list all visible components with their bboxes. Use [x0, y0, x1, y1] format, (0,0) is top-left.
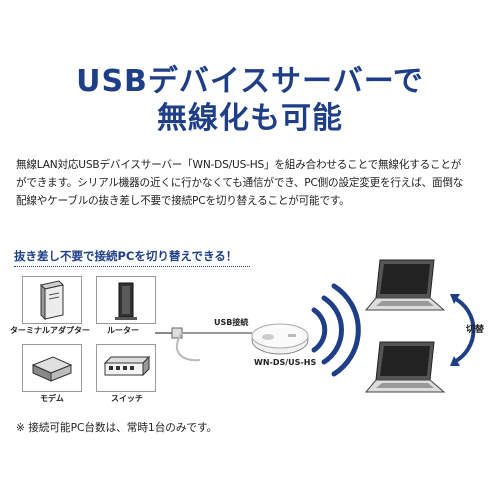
laptop-icon-bottom	[364, 341, 446, 393]
wireless-signal-icon	[311, 283, 361, 377]
switch-icon	[103, 355, 151, 377]
diagram-subheading: 抜き差し不要で接続PCを切り替えできる！	[14, 249, 238, 263]
server-model-label: WN-DS/US-HS	[254, 358, 317, 367]
router-icon	[115, 282, 137, 320]
usb-connection-label: USB接続	[214, 318, 249, 327]
modem-icon	[31, 356, 73, 382]
usb-device-server-icon	[251, 323, 309, 355]
description-line-3: 配線やケーブルの抜き差し不要で接続PCを切り替えることが可能です。	[16, 195, 350, 207]
footnote: ※ 接続可能PC台数は、常時1台のみです。	[16, 422, 218, 434]
switch-arrows-icon	[450, 294, 476, 366]
device-box-terminal-adapter	[22, 276, 82, 324]
description-line-1: 無線LAN対応USBデバイスサーバー「WN-DS/US-HS」を組み合わせること…	[16, 159, 462, 171]
headline-line-1: USBデバイスサーバーで	[76, 64, 424, 99]
terminal-adapter-icon	[40, 280, 64, 321]
device-label-modem: モデム	[40, 394, 64, 403]
device-box-modem	[22, 344, 82, 392]
device-box-router	[96, 276, 156, 324]
description-line-2: ができます。シリアル機器の近くに行かなくても通信ができ、PC側の設定変更を行えば…	[16, 177, 464, 189]
device-box-switch	[96, 344, 156, 392]
headline-line-2: 無線化も可能	[157, 101, 343, 136]
device-label-terminal-adapter: ターミナルアダプター	[10, 326, 90, 335]
description: 無線LAN対応USBデバイスサーバー「WN-DS/US-HS」を組み合わせること…	[16, 156, 486, 210]
laptop-icon-top	[364, 259, 446, 311]
switch-label: 切替	[466, 325, 485, 335]
device-label-router: ルーター	[107, 326, 139, 335]
subheading-rule	[14, 266, 250, 267]
device-label-switch: スイッチ	[111, 394, 143, 403]
